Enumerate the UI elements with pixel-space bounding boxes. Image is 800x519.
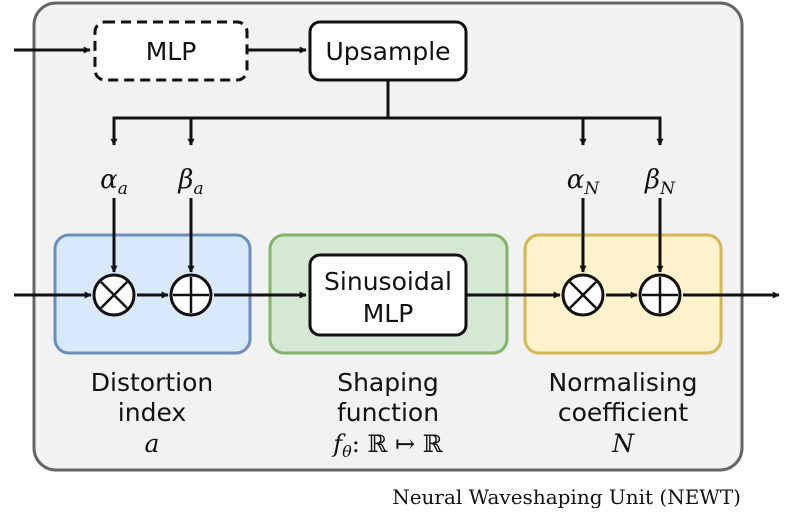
sinusoidal-mlp-label-line2: MLP: [363, 299, 414, 328]
multiply-operator-n: [561, 273, 605, 317]
alpha-n-label: αN: [567, 165, 601, 199]
normalising-label-line2: coefficient: [558, 398, 689, 427]
sinusoidal-mlp-label-line1: Sinusoidal: [324, 267, 452, 296]
shaping-formula: fθ: ℝ ↦ ℝ: [331, 430, 444, 461]
mlp-label: MLP: [146, 37, 197, 66]
normalising-symbol: N: [611, 429, 635, 458]
sinusoidal-mlp-box: [308, 253, 468, 337]
upsample-label: Upsample: [325, 37, 450, 66]
distortion-label-line1: Distortion: [91, 368, 214, 397]
distortion-label-line2: index: [118, 398, 186, 427]
shaping-label-line1: Shaping: [337, 368, 439, 397]
newt-caption: Neural Waveshaping Unit (NEWT): [392, 485, 741, 509]
add-operator-a: [169, 273, 213, 317]
add-operator-n: [638, 273, 682, 317]
normalising-label-line1: Normalising: [548, 368, 697, 397]
multiply-operator-a: [92, 273, 136, 317]
alpha-a-label: αa: [100, 165, 128, 199]
beta-n-label: βN: [644, 165, 676, 199]
distortion-symbol: a: [145, 429, 160, 458]
shaping-label-line2: function: [337, 398, 439, 427]
beta-a-label: βa: [177, 165, 203, 199]
